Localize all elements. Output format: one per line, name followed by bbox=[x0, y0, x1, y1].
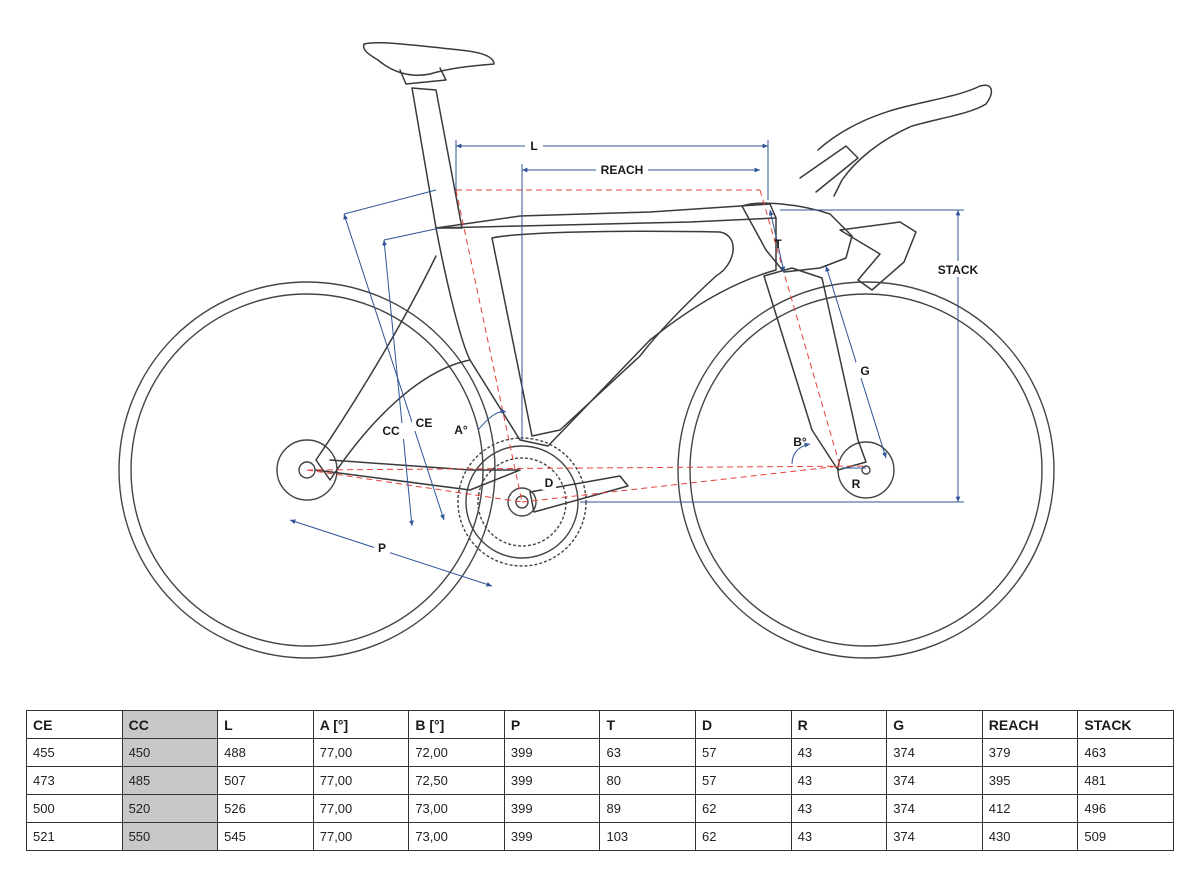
label-cc: CC bbox=[382, 424, 400, 438]
label-p: P bbox=[378, 541, 386, 555]
table-cell: 395 bbox=[981, 766, 1079, 795]
table-cell: 73,00 bbox=[408, 794, 505, 823]
table-cell: 57 bbox=[695, 738, 792, 767]
column-header: P bbox=[503, 710, 601, 739]
label-b-angle: B° bbox=[793, 435, 807, 449]
table-cell: 62 bbox=[695, 794, 792, 823]
label-stack: STACK bbox=[938, 263, 979, 277]
column-header: G bbox=[886, 710, 983, 739]
table-cell: 73,00 bbox=[408, 822, 505, 851]
column-header: STACK bbox=[1077, 710, 1174, 739]
table-cell: 89 bbox=[599, 794, 697, 823]
table-cell: 72,00 bbox=[408, 738, 505, 767]
table-cell: 509 bbox=[1077, 822, 1174, 851]
table-cell: 77,00 bbox=[312, 738, 410, 767]
label-reach: REACH bbox=[601, 163, 644, 177]
table-cell: 450 bbox=[121, 738, 219, 767]
table-cell: 550 bbox=[121, 822, 219, 851]
table-cell: 77,00 bbox=[312, 766, 410, 795]
column-header: REACH bbox=[981, 710, 1079, 739]
table-cell: 481 bbox=[1077, 766, 1174, 795]
column-header: D bbox=[695, 710, 792, 739]
table-cell: 374 bbox=[886, 822, 983, 851]
table-cell: 526 bbox=[217, 794, 314, 823]
bike-geometry-diagram: L REACH STACK T G CC CE A° B° D R P bbox=[118, 41, 1055, 659]
label-r: R bbox=[852, 477, 861, 491]
label-g: G bbox=[860, 364, 869, 378]
table-cell: 63 bbox=[599, 738, 697, 767]
column-header: T bbox=[599, 710, 697, 739]
table-cell: 77,00 bbox=[312, 822, 410, 851]
label-d: D bbox=[545, 476, 554, 490]
table-cell: 62 bbox=[695, 822, 792, 851]
table-cell: 485 bbox=[121, 766, 219, 795]
table-cell: 521 bbox=[26, 822, 123, 851]
table-cell: 43 bbox=[790, 738, 888, 767]
front-wheel bbox=[677, 281, 1055, 659]
table-cell: 488 bbox=[217, 738, 314, 767]
table-cell: 374 bbox=[886, 794, 983, 823]
table-cell: 43 bbox=[790, 822, 888, 851]
dimension-labels: L REACH STACK T G CC CE A° B° D R P bbox=[374, 137, 982, 556]
table-cell: 455 bbox=[26, 738, 123, 767]
table-cell: 430 bbox=[981, 822, 1079, 851]
column-header: B [°] bbox=[408, 710, 505, 739]
table-cell: 43 bbox=[790, 766, 888, 795]
label-l: L bbox=[530, 139, 537, 153]
table-cell: 399 bbox=[503, 794, 601, 823]
table-cell: 463 bbox=[1077, 738, 1174, 767]
reference-lines bbox=[306, 189, 867, 503]
column-header: A [°] bbox=[312, 710, 410, 739]
table-cell: 507 bbox=[217, 766, 314, 795]
label-t: T bbox=[774, 237, 782, 251]
column-header: CE bbox=[26, 710, 123, 739]
label-ce: CE bbox=[416, 416, 433, 430]
bike-geometry-svg: L REACH STACK T G CC CE A° B° D R P bbox=[118, 41, 1055, 659]
table-cell: 496 bbox=[1077, 794, 1174, 823]
column-header: CC bbox=[121, 710, 219, 739]
table-cell: 374 bbox=[886, 738, 983, 767]
table-cell: 399 bbox=[503, 766, 601, 795]
table-cell: 72,50 bbox=[408, 766, 505, 795]
table-cell: 43 bbox=[790, 794, 888, 823]
table-cell: 520 bbox=[121, 794, 219, 823]
table-cell: 103 bbox=[599, 822, 697, 851]
table-cell: 412 bbox=[981, 794, 1079, 823]
column-header: R bbox=[790, 710, 888, 739]
table-cell: 80 bbox=[599, 766, 697, 795]
table-cell: 57 bbox=[695, 766, 792, 795]
table-cell: 399 bbox=[503, 738, 601, 767]
table-cell: 473 bbox=[26, 766, 123, 795]
column-header: L bbox=[217, 710, 314, 739]
label-a-angle: A° bbox=[454, 423, 468, 437]
table-cell: 399 bbox=[503, 822, 601, 851]
table-cell: 379 bbox=[981, 738, 1079, 767]
table-cell: 545 bbox=[217, 822, 314, 851]
table-cell: 77,00 bbox=[312, 794, 410, 823]
table-cell: 374 bbox=[886, 766, 983, 795]
table-cell: 500 bbox=[26, 794, 123, 823]
